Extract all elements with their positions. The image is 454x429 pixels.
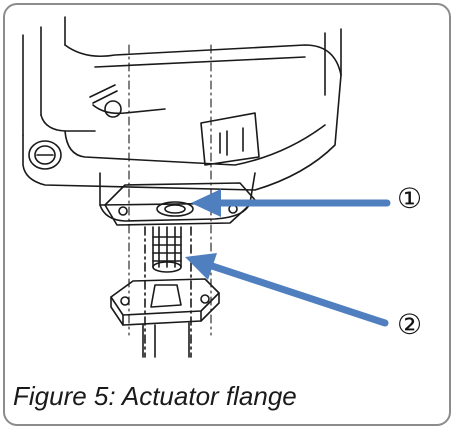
callout-2-marker: ② — [397, 308, 423, 341]
figure-frame: ① ② Figure 5: Actuator flange — [3, 3, 451, 426]
actuator-flange-drawing — [22, 16, 391, 358]
figure-caption: Figure 5: Actuator flange — [13, 381, 297, 411]
callout-arrows — [185, 189, 391, 327]
callout-1-marker: ① — [397, 182, 423, 215]
